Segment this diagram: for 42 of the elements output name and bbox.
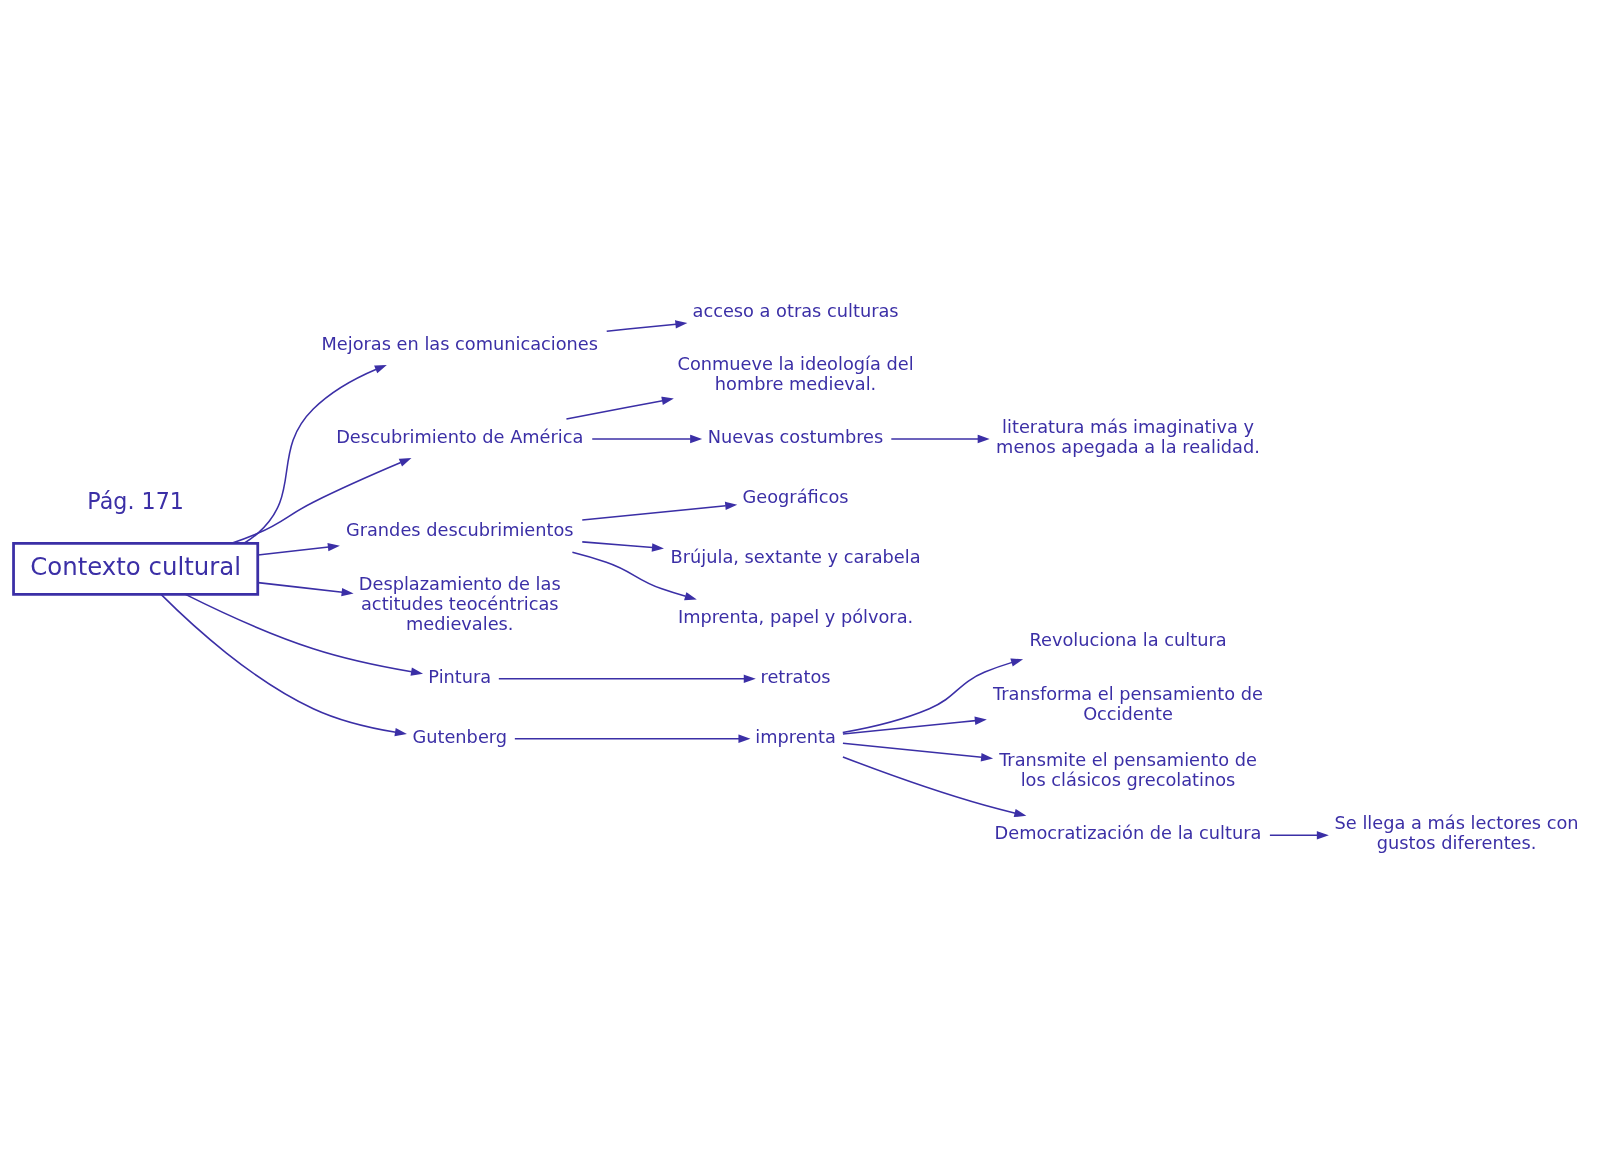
node-text: Se llega a más lectores con gustos diferentes.	[1334, 812, 1579, 853]
arrow	[257, 581, 354, 596]
node-text: imprenta	[755, 726, 836, 747]
arrow	[565, 396, 674, 420]
arrow	[842, 716, 987, 735]
node-text: literatura más imaginativa y menos apegada a la realidad.	[996, 416, 1260, 457]
node-text: Conmueve la ideología del hombre medieval.	[677, 353, 914, 394]
arrow	[1269, 830, 1329, 839]
arrow	[842, 755, 1027, 817]
node-text: Democratización de la cultura	[994, 822, 1262, 843]
arrow	[842, 658, 1024, 733]
arrow	[591, 434, 703, 443]
arrow	[571, 551, 697, 600]
node-text: retratos	[760, 666, 831, 687]
node-text: acceso a otras culturas	[692, 300, 899, 321]
arrow	[581, 540, 664, 552]
arrow	[581, 501, 738, 521]
label: Pág. 171	[87, 487, 184, 514]
node-text: Gutenberg	[412, 726, 508, 747]
node-box: Contexto cultural	[12, 541, 260, 596]
node-text: Pintura	[428, 666, 492, 687]
arrow	[890, 434, 990, 443]
arrow	[184, 593, 424, 676]
arrow	[842, 742, 994, 761]
arrow	[243, 364, 387, 544]
node-text: Mejoras en las comunicaciones	[321, 333, 599, 354]
node-text: Revoluciona la cultura	[1029, 629, 1227, 650]
node-text: Geográficos	[742, 486, 849, 507]
arrow	[498, 674, 756, 683]
node-text: Nuevas costumbres	[707, 426, 884, 447]
node-text: Transmite el pensamiento de los clásicos grecolatinos	[999, 749, 1257, 790]
node-text: Desplazamiento de las actitudes teocéntricas medievales.	[358, 573, 561, 634]
arrow	[230, 457, 412, 544]
node-text: Transforma el pensamiento de Occidente	[993, 683, 1263, 724]
arrow	[160, 593, 407, 736]
arrow	[257, 542, 340, 556]
arrow	[514, 733, 751, 743]
node-text: Grandes descubrimientos	[345, 519, 574, 540]
node-text: Descubrimiento de América	[336, 426, 584, 447]
arrow	[605, 319, 688, 332]
node-text: Brújula, sextante y carabela	[670, 546, 921, 567]
node-text: Imprenta, papel y pólvora.	[677, 606, 914, 627]
